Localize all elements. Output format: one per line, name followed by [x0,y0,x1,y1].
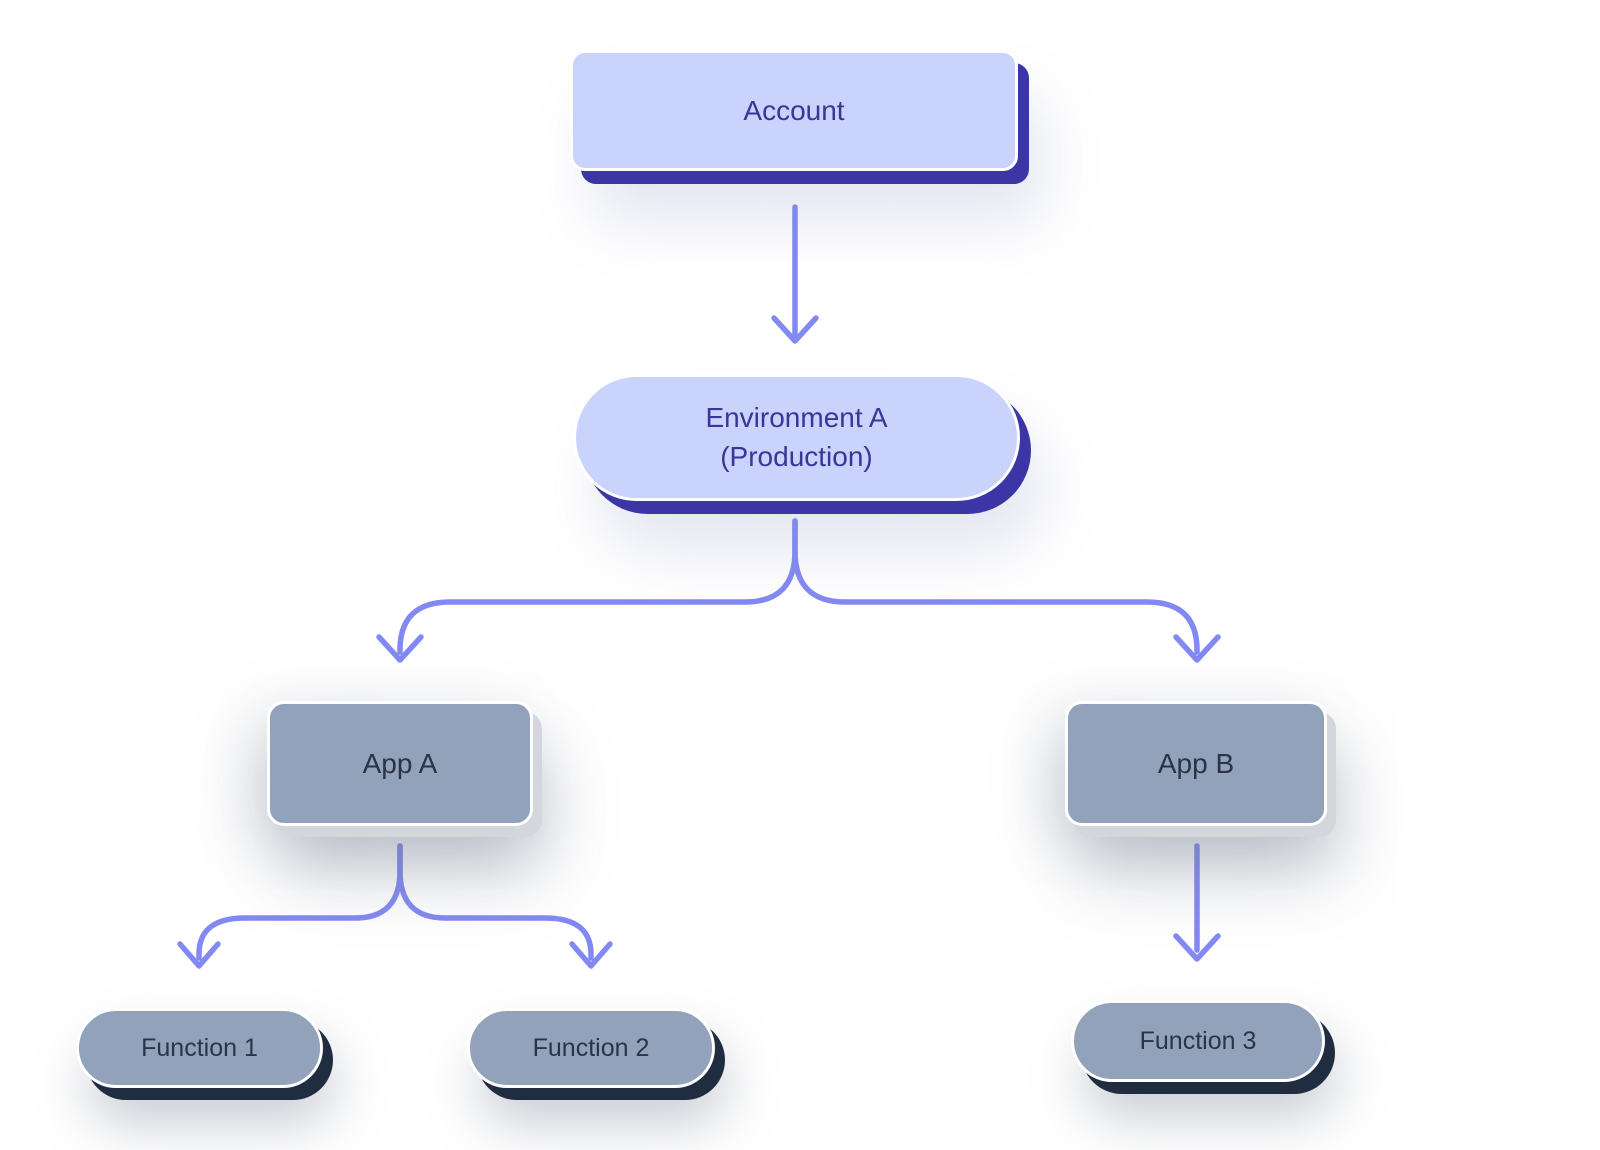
node-app-b-label: App B [1157,747,1235,779]
arrow-down-icon [376,634,424,663]
edge-account-to-environment [771,204,819,344]
edge-app-a-to-function-1 [177,843,403,969]
edge-environment-to-app-a [376,518,798,663]
edge-line [397,518,798,655]
node-function-1-label: Function 1 [141,1033,258,1062]
node-app-a-label: App A [362,747,438,779]
node-app-a: App A [267,701,533,826]
node-app-b: App B [1065,701,1327,826]
node-function-1: Function 1 [76,1008,323,1088]
node-function-2: Function 2 [467,1008,715,1088]
edge-line [196,843,403,961]
edge-app-b-to-function-3 [1173,843,1221,962]
node-function-3: Function 3 [1071,1000,1325,1082]
arrow-down-icon [569,941,613,969]
node-environment-a-label-line1: Environment A [705,401,888,433]
node-function-2-label: Function 2 [532,1033,650,1062]
node-environment-a-label-line2: (Production) [720,440,873,472]
arrow-down-icon [1173,933,1221,962]
arrow-down-icon [771,315,819,344]
edge-app-a-to-function-2 [397,843,613,969]
edge-line [792,518,1200,655]
arrow-down-icon [177,941,221,969]
edge-environment-to-app-b [792,518,1221,663]
arrow-down-icon [1173,634,1221,663]
node-account-label: Account [743,94,845,126]
node-environment-a: Environment A (Production) [573,374,1020,501]
node-account: Account [570,50,1018,171]
node-function-3-label: Function 3 [1139,1026,1257,1055]
edge-line [397,843,594,961]
